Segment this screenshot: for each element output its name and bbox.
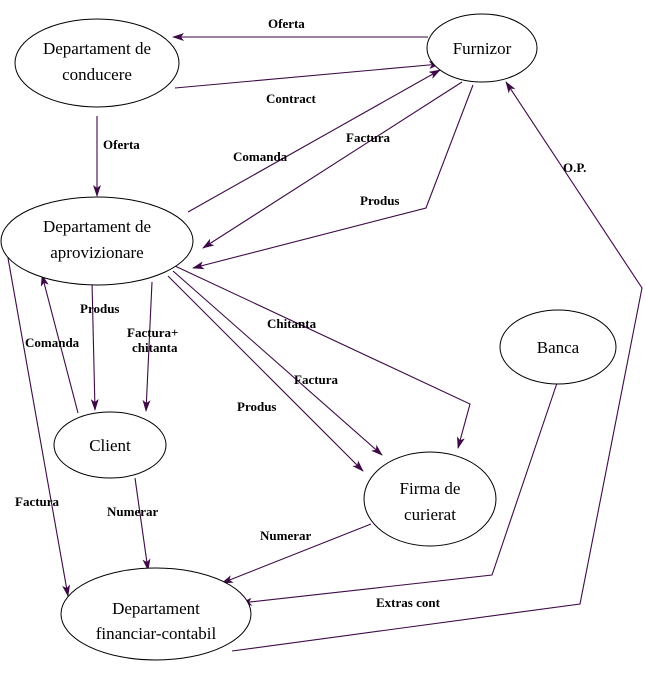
- node-banca-ellipse: [499, 309, 617, 385]
- node-financiar-label-line-2: financiar-contabil: [96, 624, 217, 643]
- arrow-factura-furnizor-aprovizionare: [202, 81, 463, 249]
- edge-label-comanda-aprovizionare-furnizor: Comanda: [233, 149, 288, 164]
- node-aprovizionare-label-line-2: aprovizionare: [50, 243, 143, 262]
- node-curierat-label-line-2: curierat: [404, 505, 456, 524]
- node-banca-label: Banca: [537, 338, 580, 357]
- edge-label-chitanta: Chitanta: [267, 316, 317, 331]
- node-client: Client: [53, 411, 167, 479]
- nodes-layer: Departament deconducereFurnizorDepartame…: [0, 13, 617, 661]
- node-furnizor: Furnizor: [426, 13, 538, 83]
- edge-label-produs-aprovizionare-client: Produs: [80, 301, 120, 316]
- edge-label-oferta-furnizor-conducere: Oferta: [268, 16, 305, 31]
- edge-label-factura-chitanta-line-1: Factura+: [127, 325, 178, 340]
- node-conducere-label-line-1: Departament de: [43, 39, 151, 58]
- arrow-contract: [174, 61, 441, 89]
- arrow-comanda-client-aprovizionare: [40, 274, 79, 414]
- arrow-comanda-aprovizionare-furnizor: [187, 69, 441, 213]
- node-curierat: Firma de curierat: [363, 451, 497, 547]
- arrow-numerar-curierat-financiar: [221, 523, 372, 584]
- edge-label-extras-cont: Extras cont: [376, 595, 441, 610]
- node-financiar: Departament financiar-contabil: [60, 567, 252, 661]
- node-aprovizionare-ellipse: [0, 196, 194, 286]
- node-conducere-label-line-2: conducere: [62, 65, 132, 84]
- arrow-factura-aprovizionare-curierat: [172, 270, 383, 456]
- edge-label-numerar-client-financiar: Numerar: [107, 504, 158, 519]
- node-financiar-label-line-1: Departament: [112, 599, 200, 618]
- arrow-factura-chitanta: [142, 281, 153, 412]
- node-client-label: Client: [89, 436, 131, 455]
- arrow-extras-cont: [240, 382, 558, 606]
- edge-label-produs-furnizor-aprovizionare: Produs: [360, 193, 400, 208]
- edge-label-numerar-curierat-financiar: Numerar: [260, 528, 311, 543]
- arrow-chitanta: [174, 265, 471, 449]
- edge-label-oferta-conducere-aprovizionare: Oferta: [103, 137, 140, 152]
- node-client-ellipse: [53, 411, 167, 479]
- arrow-factura-aprovizionare-financiar: [7, 257, 71, 597]
- arrow-produs-furnizor-aprovizionare: [192, 84, 474, 270]
- node-curierat-label-line-1: Firma de: [400, 479, 461, 498]
- node-financiar-ellipse: [60, 567, 252, 661]
- edge-label-comanda-client-aprovizionare: Comanda: [25, 335, 80, 350]
- node-furnizor-label: Furnizor: [453, 39, 512, 58]
- edge-label-produs-aprovizionare-curierat: Produs: [237, 399, 277, 414]
- node-curierat-ellipse: [363, 451, 497, 547]
- node-aprovizionare: Departament de aprovizionare: [0, 196, 194, 286]
- node-banca: Banca: [499, 309, 617, 385]
- edge-label-factura-chitanta-line-2: chitanta: [132, 340, 178, 355]
- edge-label-factura-furnizor-aprovizionare: Factura: [346, 130, 391, 145]
- node-conducere: Departament de conducere: [14, 18, 180, 108]
- edge-labels-layer: OfertaContractOfertaComandaFacturaProdus…: [15, 16, 586, 610]
- edge-label-factura-aprovizionare-curierat: Factura: [294, 372, 339, 387]
- edge-label-factura-aprovizionare-financiar: Factura: [15, 494, 60, 509]
- edges-layer: [7, 33, 643, 652]
- arrow-op: [231, 81, 643, 652]
- arrow-produs-aprovizionare-curierat: [167, 275, 364, 472]
- node-conducere-ellipse: [14, 18, 180, 108]
- arrow-produs-aprovizionare-client: [90, 281, 99, 411]
- node-aprovizionare-label-line-1: Departament de: [43, 217, 151, 236]
- edge-label-op: O.P.: [563, 160, 586, 175]
- node-furnizor-ellipse: [426, 13, 538, 83]
- arrow-numerar-client-financiar: [134, 477, 151, 571]
- edge-label-contract: Contract: [266, 91, 316, 106]
